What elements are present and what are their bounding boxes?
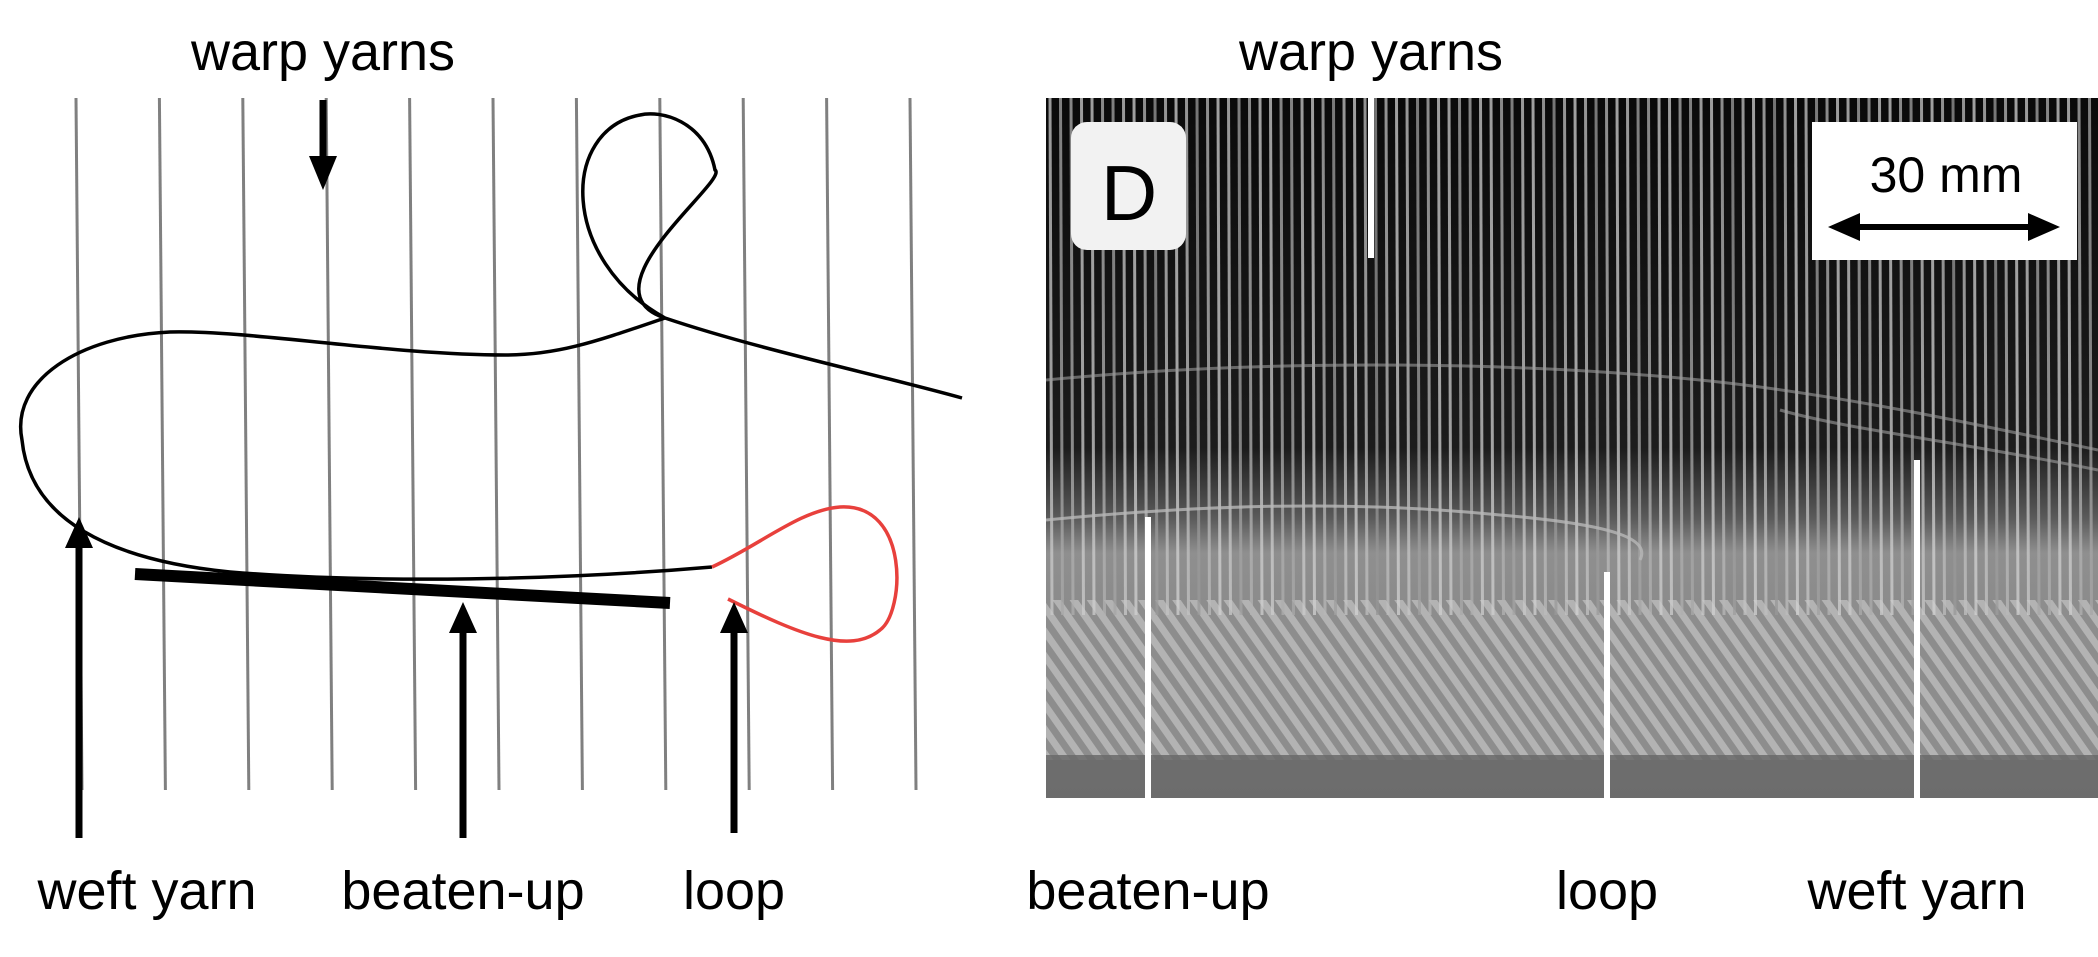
photo-warp-thread bbox=[1353, 98, 1358, 616]
photo-warp-thread bbox=[1363, 98, 1369, 616]
photo-warp-thread bbox=[1773, 98, 1778, 616]
warp-yarn-line bbox=[741, 97, 751, 791]
photo-warp-thread bbox=[1552, 98, 1558, 616]
weft-yarn-path bbox=[18, 112, 963, 581]
red-loop-path bbox=[711, 505, 899, 643]
photo-warp-thread bbox=[1521, 98, 1526, 616]
photo-warp-thread bbox=[1752, 98, 1757, 616]
label-beaten-up-left: beaten-up bbox=[341, 861, 584, 921]
scale-bar-arrow bbox=[1828, 213, 2060, 241]
photo-warp-thread bbox=[1395, 98, 1400, 616]
photo-warp-thread bbox=[1689, 98, 1694, 616]
label-beaten-up-right: beaten-up bbox=[1026, 861, 1269, 921]
schematic-panel: warp yarns weft yarn beaten-up loop bbox=[18, 22, 963, 921]
label-weft-yarn-right: weft yarn bbox=[1806, 861, 2026, 921]
label-loop-left: loop bbox=[683, 861, 785, 921]
photo-warp-thread bbox=[1405, 98, 1411, 616]
photo-warp-thread bbox=[1300, 98, 1306, 616]
photo-warp-thread bbox=[1563, 98, 1568, 616]
photo-warp-thread bbox=[1447, 98, 1453, 616]
label-warp-yarns-right: warp yarns bbox=[1238, 22, 1503, 82]
beaten-up-bar bbox=[134, 568, 671, 609]
warp-yarn-line bbox=[408, 97, 418, 791]
photo-warp-thread bbox=[2077, 98, 2083, 616]
photo-warp-thread bbox=[1248, 98, 1253, 616]
photo-warp-thread bbox=[1489, 98, 1495, 616]
photo-warp-thread bbox=[1290, 98, 1295, 616]
photo-warp-thread bbox=[1699, 98, 1705, 616]
photo-warp-thread bbox=[1321, 98, 1327, 616]
photo-warp-thread bbox=[1206, 98, 1211, 616]
warp-yarn-line bbox=[574, 97, 584, 791]
photo-warp-thread bbox=[1615, 98, 1621, 616]
photo-weft-thread bbox=[1046, 504, 1644, 561]
photo-warp-thread bbox=[1762, 98, 1768, 616]
photo-warp-thread bbox=[1794, 98, 1799, 616]
warp-yarn-line bbox=[324, 97, 334, 791]
weft-yarn-arrow bbox=[65, 517, 93, 838]
scale-bar-label: 30 mm bbox=[1870, 147, 2023, 203]
warp-yarn-line bbox=[825, 97, 835, 791]
photo-warp-thread bbox=[1468, 98, 1474, 616]
photo-warp-thread bbox=[1342, 98, 1348, 616]
photo-warp-thread bbox=[1510, 98, 1516, 616]
photo-warp-thread bbox=[1227, 98, 1232, 616]
warp-yarn-lines bbox=[74, 97, 918, 791]
photo-warp-thread bbox=[1531, 98, 1537, 616]
photo-warp-thread bbox=[1458, 98, 1463, 616]
photo-warp-thread bbox=[1804, 98, 1810, 616]
panel-letter: D bbox=[1101, 149, 1157, 237]
photo-warp-thread bbox=[1720, 98, 1726, 616]
photo-warp-thread bbox=[1195, 98, 1201, 616]
photo-warp-thread bbox=[1731, 98, 1736, 616]
photo-warp-thread bbox=[1416, 98, 1421, 616]
photo-warp-thread bbox=[1783, 98, 1789, 616]
warp-yarn-line bbox=[658, 97, 668, 791]
photo-warp-thread bbox=[1311, 98, 1316, 616]
warp-yarn-line bbox=[241, 97, 251, 791]
warp-yarn-line bbox=[908, 97, 918, 791]
photo-warp-thread bbox=[1626, 98, 1631, 616]
photo-warp-thread bbox=[1584, 98, 1589, 616]
photo-warp-thread bbox=[1657, 98, 1663, 616]
warp-yarn-line bbox=[157, 97, 167, 791]
photo-warp-thread bbox=[1258, 98, 1264, 616]
panel-letter-box bbox=[1071, 122, 1186, 250]
label-loop-right: loop bbox=[1556, 861, 1658, 921]
loop-arrow bbox=[720, 602, 748, 833]
warp-yarns-arrow bbox=[309, 100, 337, 190]
photo-warp-thread bbox=[1048, 98, 1054, 616]
photo-warp-thread bbox=[1573, 98, 1579, 616]
photo-warp-thread bbox=[1237, 98, 1243, 616]
photo-warp-thread bbox=[1668, 98, 1673, 616]
photo-panel: D 30 mm warp yarns beaten-up loop weft y… bbox=[1026, 22, 2098, 921]
photo-warp-thread bbox=[1647, 98, 1652, 616]
photo-warp-thread bbox=[1269, 98, 1274, 616]
warp-yarn-line bbox=[491, 97, 501, 791]
photo-warp-thread bbox=[1741, 98, 1747, 616]
photo-warp-thread bbox=[1636, 98, 1642, 616]
photo-warp-thread bbox=[1605, 98, 1610, 616]
photo-warp-thread bbox=[1384, 98, 1390, 616]
photo-warp-thread bbox=[1374, 98, 1379, 616]
beaten-up-arrow bbox=[449, 602, 477, 838]
photo-warp-thread bbox=[1185, 98, 1190, 616]
photo-warp-thread bbox=[1678, 98, 1684, 616]
photo-warp-thread bbox=[2088, 98, 2093, 616]
photo-warp-thread bbox=[1279, 98, 1285, 616]
photo-warp-thread bbox=[1059, 98, 1064, 616]
photo-warp-thread bbox=[1479, 98, 1484, 616]
photo-warp-thread bbox=[1332, 98, 1337, 616]
label-warp-yarns-left: warp yarns bbox=[190, 22, 455, 82]
photo-warp-thread bbox=[1594, 98, 1600, 616]
label-weft-yarn-left: weft yarn bbox=[36, 861, 256, 921]
photo-warp-thread bbox=[1437, 98, 1442, 616]
photo-warp-thread bbox=[1216, 98, 1222, 616]
photo-warp-thread bbox=[1710, 98, 1715, 616]
photo-warp-thread bbox=[1542, 98, 1547, 616]
photo-warp-thread bbox=[1426, 98, 1432, 616]
photo-warp-thread bbox=[1500, 98, 1505, 616]
woven-fabric bbox=[1046, 600, 2098, 760]
